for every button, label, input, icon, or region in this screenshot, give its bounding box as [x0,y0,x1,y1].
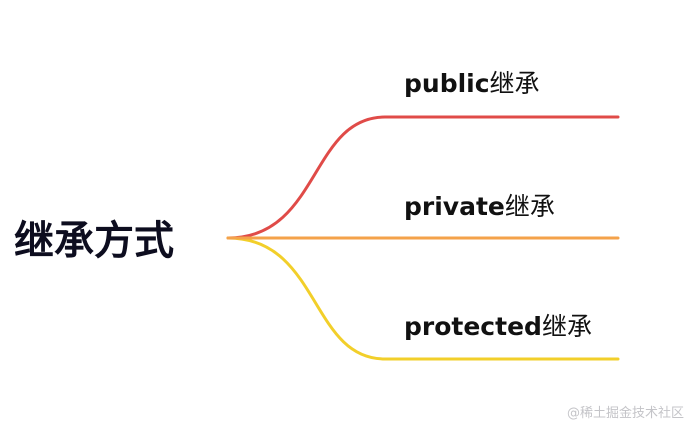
child-topic-protected[interactable]: protected继承 [404,311,592,343]
child-topic-keyword: protected [404,312,542,341]
watermark: @稀土掘金技术社区 [566,406,684,421]
child-topic-suffix: 继承 [489,69,540,98]
branch-link-public [226,115,620,240]
child-topic-suffix: 继承 [504,192,555,221]
child-topic-public[interactable]: public继承 [404,68,540,100]
child-topic-suffix: 继承 [541,312,592,341]
root-topic[interactable]: 继承方式 [14,218,174,264]
branch-link-protected [226,236,620,361]
child-topic-keyword: private [404,192,505,221]
child-topic-keyword: public [404,69,490,98]
child-topic-private[interactable]: private继承 [404,191,555,223]
